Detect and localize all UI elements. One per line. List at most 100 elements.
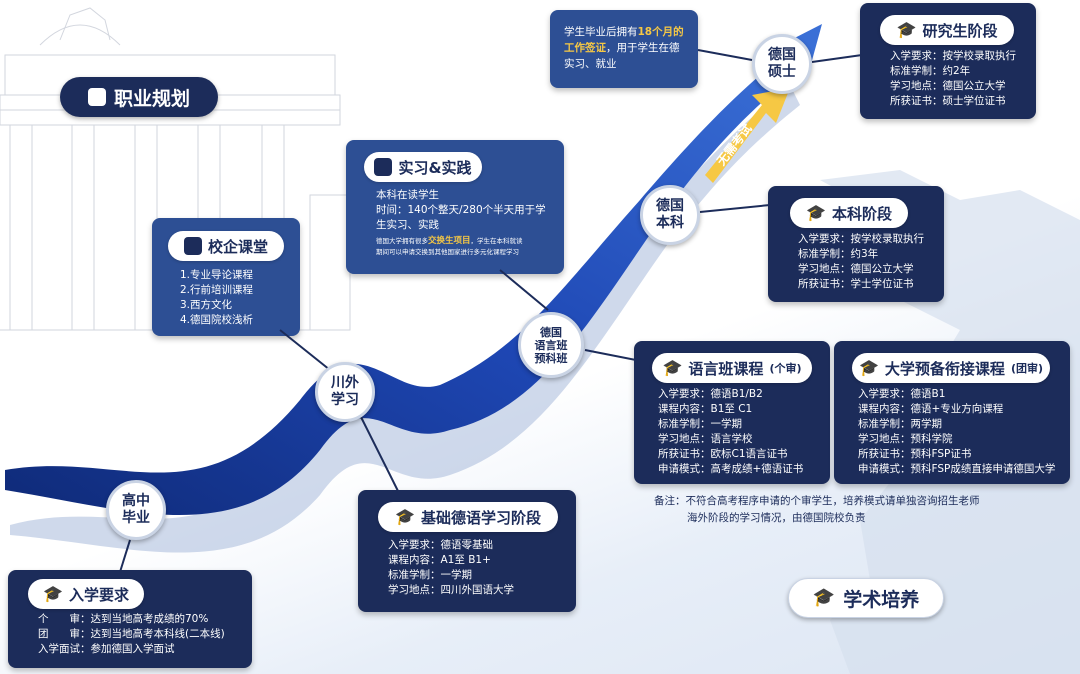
ribbon-shadow xyxy=(10,85,800,553)
language-course-sub: (个审) xyxy=(769,362,802,375)
remark-note: 备注：不符合高考程序申请的个审学生，培养模式请单独咨询招生老师 海外阶段的学习情… xyxy=(654,493,980,527)
basic-german-lines: 入学要求：德语零基础 课程内容：A1至 B1+ 标准学制：一学期 学习地点：四川… xyxy=(388,538,514,598)
list-item: 标准学制：一学期 xyxy=(658,418,742,430)
graduation-cap-icon: 🎓 xyxy=(806,203,826,222)
internship-title: 实习&实践 xyxy=(398,158,472,177)
germany-map-silhouette xyxy=(820,170,1080,674)
list-item: 学习地点：德国公立大学 xyxy=(890,80,1006,92)
ribbon-body xyxy=(5,50,800,515)
work-visa-line1: 学生毕业后拥有18个月的 xyxy=(564,26,684,38)
admission-header: 🎓 入学要求 xyxy=(28,579,144,609)
graduation-cap-icon: 🎓 xyxy=(43,584,63,603)
foundation-course-sub: (团审) xyxy=(1010,362,1043,375)
list-item: 入学要求：德语B1 xyxy=(858,388,946,400)
list-item: 学习地点：语言学校 xyxy=(658,433,753,445)
list-item: 入学要求：按学校录取执行 xyxy=(798,233,924,245)
list-item: 申请模式：高考成绩+德语证书 xyxy=(658,463,804,475)
foundation-course-header: 🎓 大学预备衔接课程 (团审) xyxy=(852,353,1050,383)
list-item: 学习地点：预科学院 xyxy=(858,433,953,445)
internship-header: 实习&实践 xyxy=(364,152,482,182)
list-item: 时间：140个整天/280个半天用于学 xyxy=(376,204,546,216)
list-item: 所获证书：预科FSP证书 xyxy=(858,448,972,460)
checklist-icon xyxy=(374,158,393,176)
list-item: 入学面试：参加德国入学面试 xyxy=(38,643,175,655)
list-item: 标准学制：一学期 xyxy=(388,569,472,581)
checklist-icon xyxy=(87,88,106,106)
work-visa-box: 学生毕业后拥有18个月的 工作签证，用于学生在德 实习、就业 xyxy=(550,10,698,88)
graduate-stage-box: 🎓 研究生阶段 入学要求：按学校录取执行 标准学制：约2年 学习地点：德国公立大… xyxy=(860,3,1036,119)
remark-line2: 海外阶段的学习情况，由德国院校负责 xyxy=(687,512,866,524)
foundation-course-lines: 入学要求：德语B1 课程内容：德语+专业方向课程 标准学制：两学期 学习地点：预… xyxy=(858,387,1055,477)
internship-box: 实习&实践 本科在读学生 时间：140个整天/280个半天用于学 生实习、实践 … xyxy=(346,140,564,274)
node-german-bachelor: 德国本科 xyxy=(640,185,700,245)
admission-box: 🎓 入学要求 个 审：达到当地高考成绩的70% 团 审：达到当地高考本科线(二本… xyxy=(8,570,252,668)
foundation-course-title: 大学预备衔接课程 xyxy=(884,359,1005,378)
exchange-note-line2: 期间可以申请交换到其他国家进行多元化课程学习 xyxy=(376,248,519,256)
foundation-course-box: 🎓 大学预备衔接课程 (团审) 入学要求：德语B1 课程内容：德语+专业方向课程 … xyxy=(834,341,1070,484)
list-item: 所获证书：硕士学位证书 xyxy=(890,95,1006,107)
bachelor-stage-box: 🎓 本科阶段 入学要求：按学校录取执行 标准学制：约3年 学习地点：德国公立大学… xyxy=(768,186,944,302)
basic-german-box: 🎓 基础德语学习阶段 入学要求：德语零基础 课程内容：A1至 B1+ 标准学制：… xyxy=(358,490,576,612)
school-course-lines: 1.专业导论课程 2.行前培训课程 3.西方文化 4.德国院校浅析 xyxy=(180,268,253,328)
graduate-stage-lines: 入学要求：按学校录取执行 标准学制：约2年 学习地点：德国公立大学 所获证书：硕… xyxy=(890,49,1016,109)
language-course-lines: 入学要求：德语B1/B2 课程内容：B1至 C1 标准学制：一学期 学习地点：语… xyxy=(658,387,803,477)
language-course-title: 语言班课程 xyxy=(688,359,764,378)
list-item: 2.行前培训课程 xyxy=(180,284,254,296)
node-high-school-graduation: 高中毕业 xyxy=(106,480,166,540)
school-course-title: 校企课堂 xyxy=(207,237,268,256)
language-course-header: 🎓 语言班课程 (个审) xyxy=(652,353,812,383)
list-item: 标准学制：约3年 xyxy=(798,248,879,260)
language-course-box: 🎓 语言班课程 (个审) 入学要求：德语B1/B2 课程内容：B1至 C1 标准学… xyxy=(634,341,830,484)
bachelor-stage-header: 🎓 本科阶段 xyxy=(790,198,908,228)
list-item: 入学要求：按学校录取执行 xyxy=(890,50,1016,62)
list-item: 团 审：达到当地高考本科线(二本线) xyxy=(38,628,225,640)
list-item: 标准学制：两学期 xyxy=(858,418,942,430)
list-item: 课程内容：德语+专业方向课程 xyxy=(858,403,1004,415)
graduate-stage-header: 🎓 研究生阶段 xyxy=(880,15,1014,45)
graduate-stage-title: 研究生阶段 xyxy=(922,21,998,40)
checklist-icon xyxy=(183,237,202,255)
admission-lines: 个 审：达到当地高考成绩的70% 团 审：达到当地高考本科线(二本线) 入学面试… xyxy=(38,612,225,657)
list-item: 入学要求：德语零基础 xyxy=(388,539,493,551)
school-course-box: 校企课堂 1.专业导论课程 2.行前培训课程 3.西方文化 4.德国院校浅析 xyxy=(152,218,300,336)
list-item: 本科在读学生 xyxy=(376,189,439,201)
remark-line1: 备注：不符合高考程序申请的个审学生，培养模式请单独咨询招生老师 xyxy=(654,495,980,507)
academic-training-label: 学术培养 xyxy=(843,588,920,611)
work-visa-line3: 实习、就业 xyxy=(564,58,617,70)
list-item: 课程内容：A1至 B1+ xyxy=(388,554,491,566)
exchange-note: 德国大学拥有很多交换生项目，学生在本科就读 xyxy=(376,236,523,246)
graduation-cap-icon: 🎓 xyxy=(859,358,879,377)
work-visa-lines: 学生毕业后拥有18个月的 工作签证，用于学生在德 实习、就业 xyxy=(564,24,684,72)
career-planning-label: 职业规划 xyxy=(113,87,190,110)
internship-lines: 本科在读学生 时间：140个整天/280个半天用于学 生实习、实践 德国大学拥有… xyxy=(376,188,546,257)
list-item: 学习地点：德国公立大学 xyxy=(798,263,914,275)
node-german-master: 德国硕士 xyxy=(752,34,812,94)
graduation-cap-icon: 🎓 xyxy=(896,20,917,39)
list-item: 学习地点：四川外国语大学 xyxy=(388,584,514,596)
list-item: 申请模式：预科FSP成绩直接申请德国大学 xyxy=(858,463,1056,475)
node-sisu-study: 川外学习 xyxy=(315,362,375,422)
list-item: 生实习、实践 xyxy=(376,219,439,231)
list-item: 所获证书：学士学位证书 xyxy=(798,278,914,290)
work-visa-line2: 工作签证，用于学生在德 xyxy=(564,42,680,54)
school-course-header: 校企课堂 xyxy=(168,231,284,261)
list-item: 个 审：达到当地高考成绩的70% xyxy=(38,613,209,625)
list-item: 3.西方文化 xyxy=(180,299,233,311)
list-item: 入学要求：德语B1/B2 xyxy=(658,388,763,400)
graduation-cap-icon: 🎓 xyxy=(812,587,836,608)
list-item: 1.专业导论课程 xyxy=(180,269,254,281)
academic-training-pill: 🎓 学术培养 xyxy=(788,578,944,618)
list-item: 所获证书：欧标C1语言证书 xyxy=(658,448,788,460)
graduation-cap-icon: 🎓 xyxy=(395,507,415,526)
node-language-prep: 德国语言班预科班 xyxy=(518,312,584,378)
graduation-cap-icon: 🎓 xyxy=(662,358,683,377)
basic-german-title: 基础德语学习阶段 xyxy=(420,508,541,527)
career-planning-pill: 职业规划 xyxy=(60,77,218,117)
admission-title: 入学要求 xyxy=(68,585,129,604)
basic-german-header: 🎓 基础德语学习阶段 xyxy=(378,502,558,532)
list-item: 标准学制：约2年 xyxy=(890,65,971,77)
yellow-arrow xyxy=(705,88,790,183)
list-item: 课程内容：B1至 C1 xyxy=(658,403,753,415)
bachelor-stage-title: 本科阶段 xyxy=(831,204,892,223)
